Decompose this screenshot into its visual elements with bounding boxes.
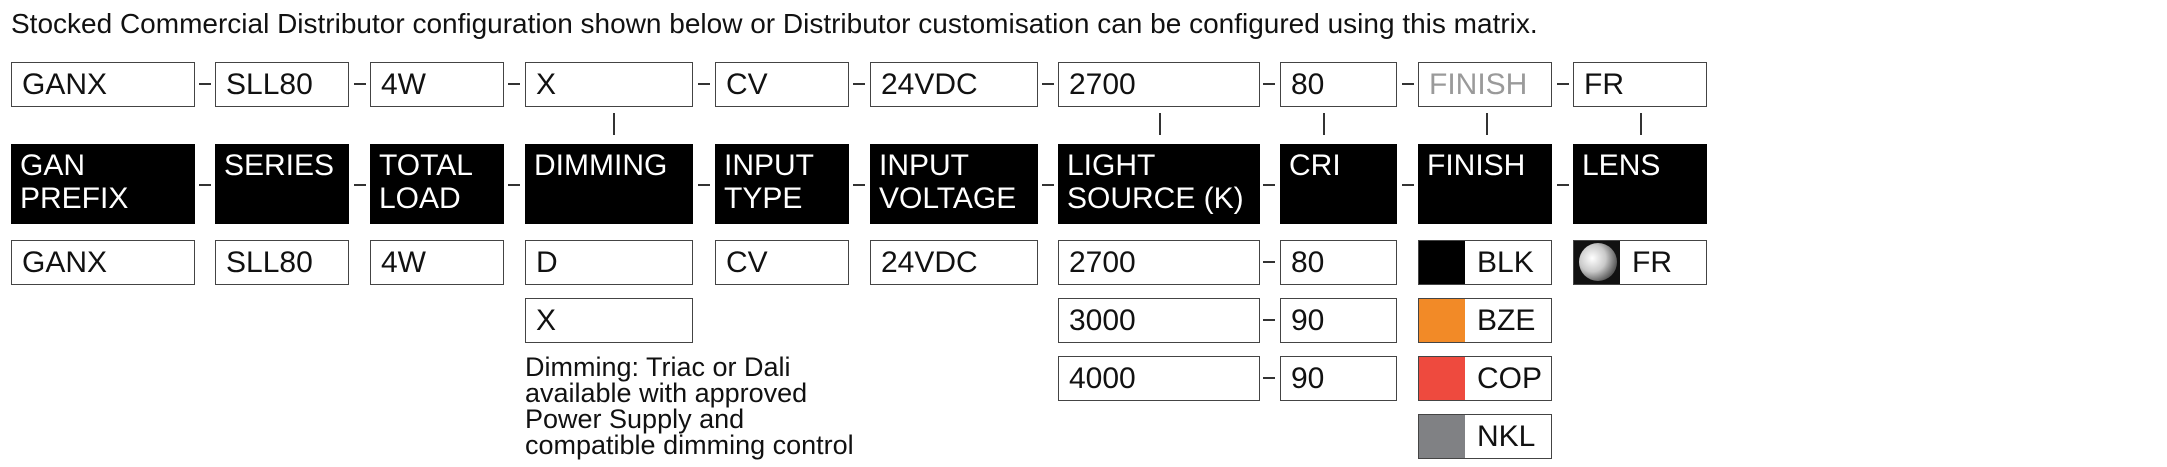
connector-line <box>1323 113 1325 135</box>
finish-label: COP <box>1477 361 1543 395</box>
separator-dash <box>698 184 710 186</box>
separator-dash <box>853 83 865 85</box>
option-light-source: 2700 <box>1058 240 1260 285</box>
frosted-lens-icon <box>1574 241 1620 284</box>
config-cri: 80 <box>1280 62 1397 107</box>
config-total-load: 4W <box>370 62 504 107</box>
config-finish: FINISH <box>1418 62 1552 107</box>
separator-dash <box>199 184 211 186</box>
separator-dash <box>1042 83 1054 85</box>
config-gan-prefix: GANX <box>11 62 195 107</box>
finish-label: NKL <box>1477 419 1536 453</box>
separator-dash <box>1042 184 1054 186</box>
config-lens: FR <box>1573 62 1707 107</box>
option-dimming: D <box>525 240 693 285</box>
config-input-type: CV <box>715 62 849 107</box>
connector-line <box>1159 113 1161 135</box>
finish-color-swatch <box>1419 299 1465 342</box>
header-finish: FINISH <box>1418 144 1552 224</box>
connector-line <box>613 113 615 135</box>
separator-dash <box>698 83 710 85</box>
header-series: SERIES <box>215 144 349 224</box>
option-gan-prefix: GANX <box>11 240 195 285</box>
config-dimming: X <box>525 62 693 107</box>
separator-dash <box>1557 83 1569 85</box>
separator-dash <box>1263 319 1275 321</box>
option-series: SLL80 <box>215 240 349 285</box>
separator-dash <box>853 184 865 186</box>
separator-dash <box>1402 83 1414 85</box>
lens-label: FR <box>1632 245 1672 279</box>
separator-dash <box>354 184 366 186</box>
separator-dash <box>1402 184 1414 186</box>
separator-dash <box>1263 83 1275 85</box>
header-dimming: DIMMING <box>525 144 693 224</box>
connector-line <box>1640 113 1642 135</box>
header-lens: LENS <box>1573 144 1707 224</box>
connector-line <box>1486 113 1488 135</box>
option-dimming: X <box>525 298 693 343</box>
separator-dash <box>1557 184 1569 186</box>
finish-label: BZE <box>1477 303 1536 337</box>
finish-color-swatch <box>1419 415 1465 458</box>
separator-dash <box>508 184 520 186</box>
finish-option-nkl: NKL <box>1418 414 1552 459</box>
option-cri: 90 <box>1280 356 1397 401</box>
separator-dash <box>1263 261 1275 263</box>
config-light-source: 2700 <box>1058 62 1260 107</box>
option-cri: 90 <box>1280 298 1397 343</box>
finish-option-blk: BLK <box>1418 240 1552 285</box>
option-total-load: 4W <box>370 240 504 285</box>
dimming-note: Dimming: Triac or Dali available with ap… <box>525 352 854 460</box>
separator-dash <box>199 83 211 85</box>
option-input-type: CV <box>715 240 849 285</box>
header-cri: CRI <box>1280 144 1397 224</box>
finish-color-swatch <box>1419 241 1465 284</box>
option-input-voltage: 24VDC <box>870 240 1038 285</box>
finish-option-cop: COP <box>1418 356 1552 401</box>
lens-option-fr: FR <box>1573 240 1707 285</box>
option-light-source: 4000 <box>1058 356 1260 401</box>
config-series: SLL80 <box>215 62 349 107</box>
config-input-voltage: 24VDC <box>870 62 1038 107</box>
finish-option-bze: BZE <box>1418 298 1552 343</box>
option-cri: 80 <box>1280 240 1397 285</box>
finish-label: BLK <box>1477 245 1534 279</box>
separator-dash <box>508 83 520 85</box>
option-light-source: 3000 <box>1058 298 1260 343</box>
separator-dash <box>1263 184 1275 186</box>
separator-dash <box>354 83 366 85</box>
intro-text: Stocked Commercial Distributor configura… <box>11 8 1538 39</box>
separator-dash <box>1263 377 1275 379</box>
finish-color-swatch <box>1419 357 1465 400</box>
